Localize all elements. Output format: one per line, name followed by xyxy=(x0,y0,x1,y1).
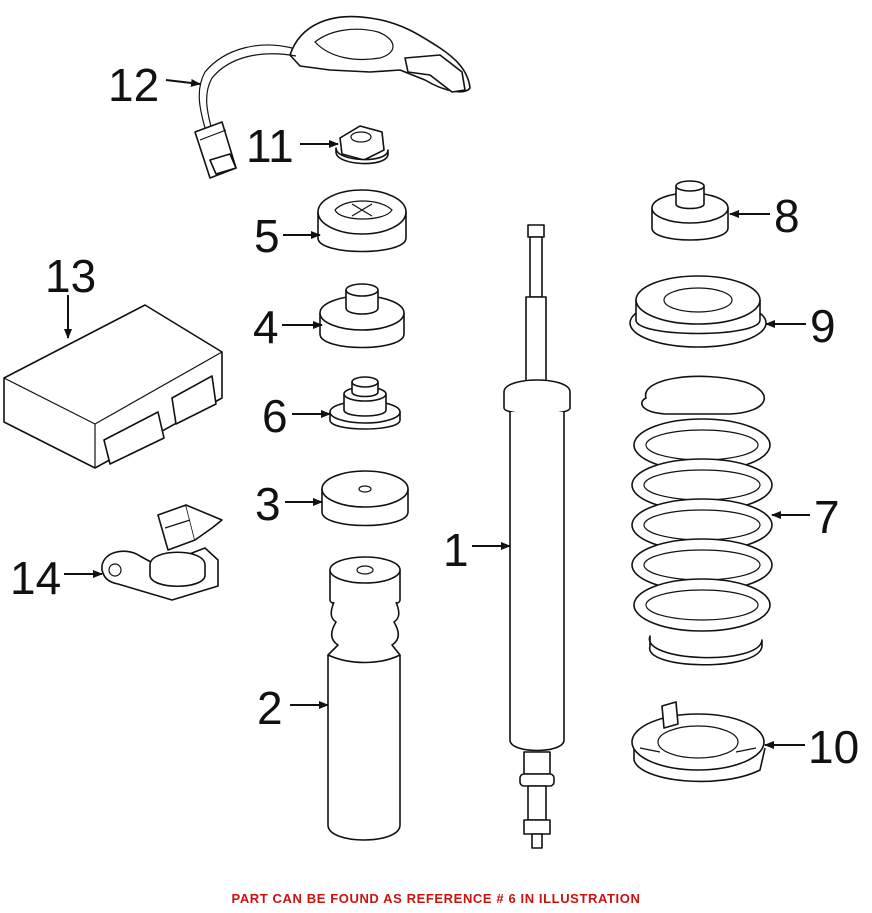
part-9-spring-seat xyxy=(629,275,767,348)
callout-4: 4 xyxy=(253,301,279,353)
part-3-spacer xyxy=(321,470,409,527)
callout-7: 7 xyxy=(814,491,840,543)
callout-9: 9 xyxy=(810,300,836,352)
callout-2: 2 xyxy=(257,682,283,734)
callout-14: 14 xyxy=(10,552,61,604)
reference-note: PART CAN BE FOUND AS REFERENCE # 6 IN IL… xyxy=(231,891,641,906)
callout-5: 5 xyxy=(254,210,280,262)
leader-12 xyxy=(165,78,201,87)
part-11-nut xyxy=(335,125,389,165)
part-5-upper-mount xyxy=(317,189,407,253)
callout-numbers: 12 11 5 4 6 3 2 1 13 14 8 9 7 10 xyxy=(10,59,859,773)
part-6-bushing xyxy=(329,376,401,430)
callout-12: 12 xyxy=(108,59,159,111)
part-8-spring-pad xyxy=(651,180,729,241)
callout-6: 6 xyxy=(262,390,288,442)
callout-10: 10 xyxy=(808,721,859,773)
part-12-wiring-bracket xyxy=(194,15,471,179)
part-1-shock-absorber xyxy=(503,224,571,849)
part-2-boot xyxy=(327,556,401,841)
part-10-lower-seat xyxy=(631,701,766,783)
callout-3: 3 xyxy=(255,478,281,530)
part-7-coil-spring xyxy=(631,375,773,666)
part-14-height-sensor xyxy=(101,504,223,601)
leader-arrows xyxy=(64,78,810,749)
callout-13: 13 xyxy=(45,250,96,302)
part-13-control-module xyxy=(3,304,223,469)
part-4-mount xyxy=(319,283,405,349)
callout-8: 8 xyxy=(774,190,800,242)
callout-1: 1 xyxy=(443,524,469,576)
callout-11: 11 xyxy=(246,120,294,172)
